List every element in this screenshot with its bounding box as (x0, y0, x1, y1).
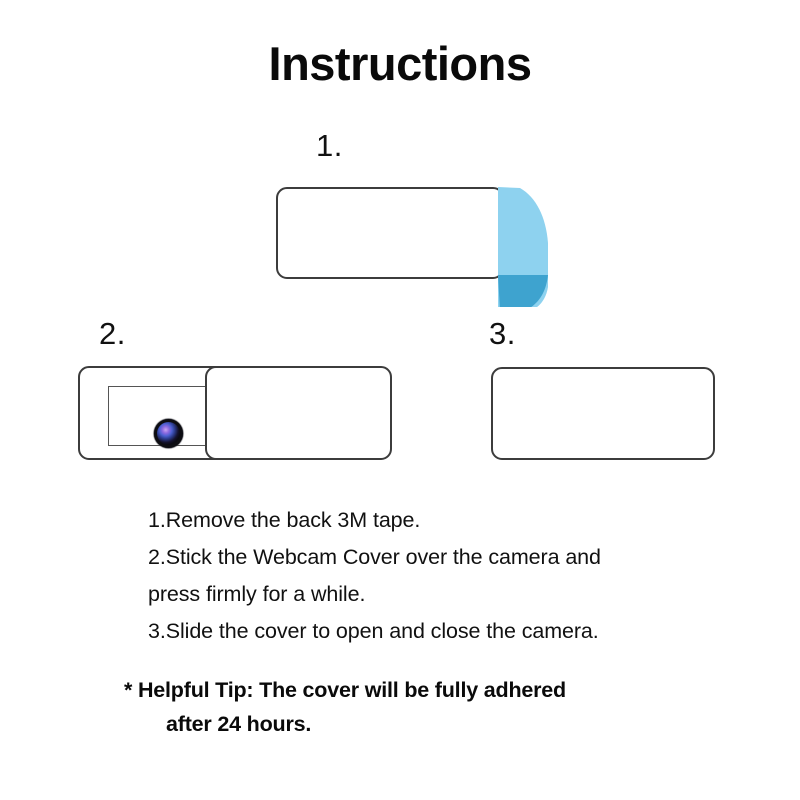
tape-flap-svg (498, 187, 548, 311)
page-title: Instructions (268, 37, 532, 90)
camera-window-opening (108, 386, 216, 446)
instruction-line-2-continued: press firmly for a while. (148, 582, 366, 606)
instruction-line-1: 1.Remove the back 3M tape. (148, 508, 421, 532)
instruction-list: 1.Remove the back 3M tape. 2.Stick the W… (148, 502, 748, 650)
step-3-figure (485, 360, 725, 470)
webcam-cover-slider-shape (205, 366, 392, 460)
camera-lens-icon (157, 422, 180, 445)
step-2-number-label: 2. (99, 316, 126, 351)
instruction-line-3: 3.Slide the cover to open and close the … (148, 619, 599, 643)
step-2-figure (70, 360, 400, 470)
3m-tape-flap-icon (498, 187, 560, 311)
step-3-number-label: 3. (489, 316, 516, 351)
instruction-line-2: 2.Stick the Webcam Cover over the camera… (148, 545, 601, 569)
step-1-figure (270, 180, 560, 311)
helpful-tip: * Helpful Tip: The cover will be fully a… (124, 673, 744, 741)
tape-flap-dark-curl-region (498, 275, 548, 311)
webcam-cover-shape (276, 187, 504, 279)
webcam-cover-closed-shape (491, 367, 715, 460)
step-1-number-label: 1. (316, 128, 343, 163)
helpful-tip-line-2: after 24 hours. (166, 712, 312, 736)
helpful-tip-line-1: * Helpful Tip: The cover will be fully a… (124, 678, 566, 702)
